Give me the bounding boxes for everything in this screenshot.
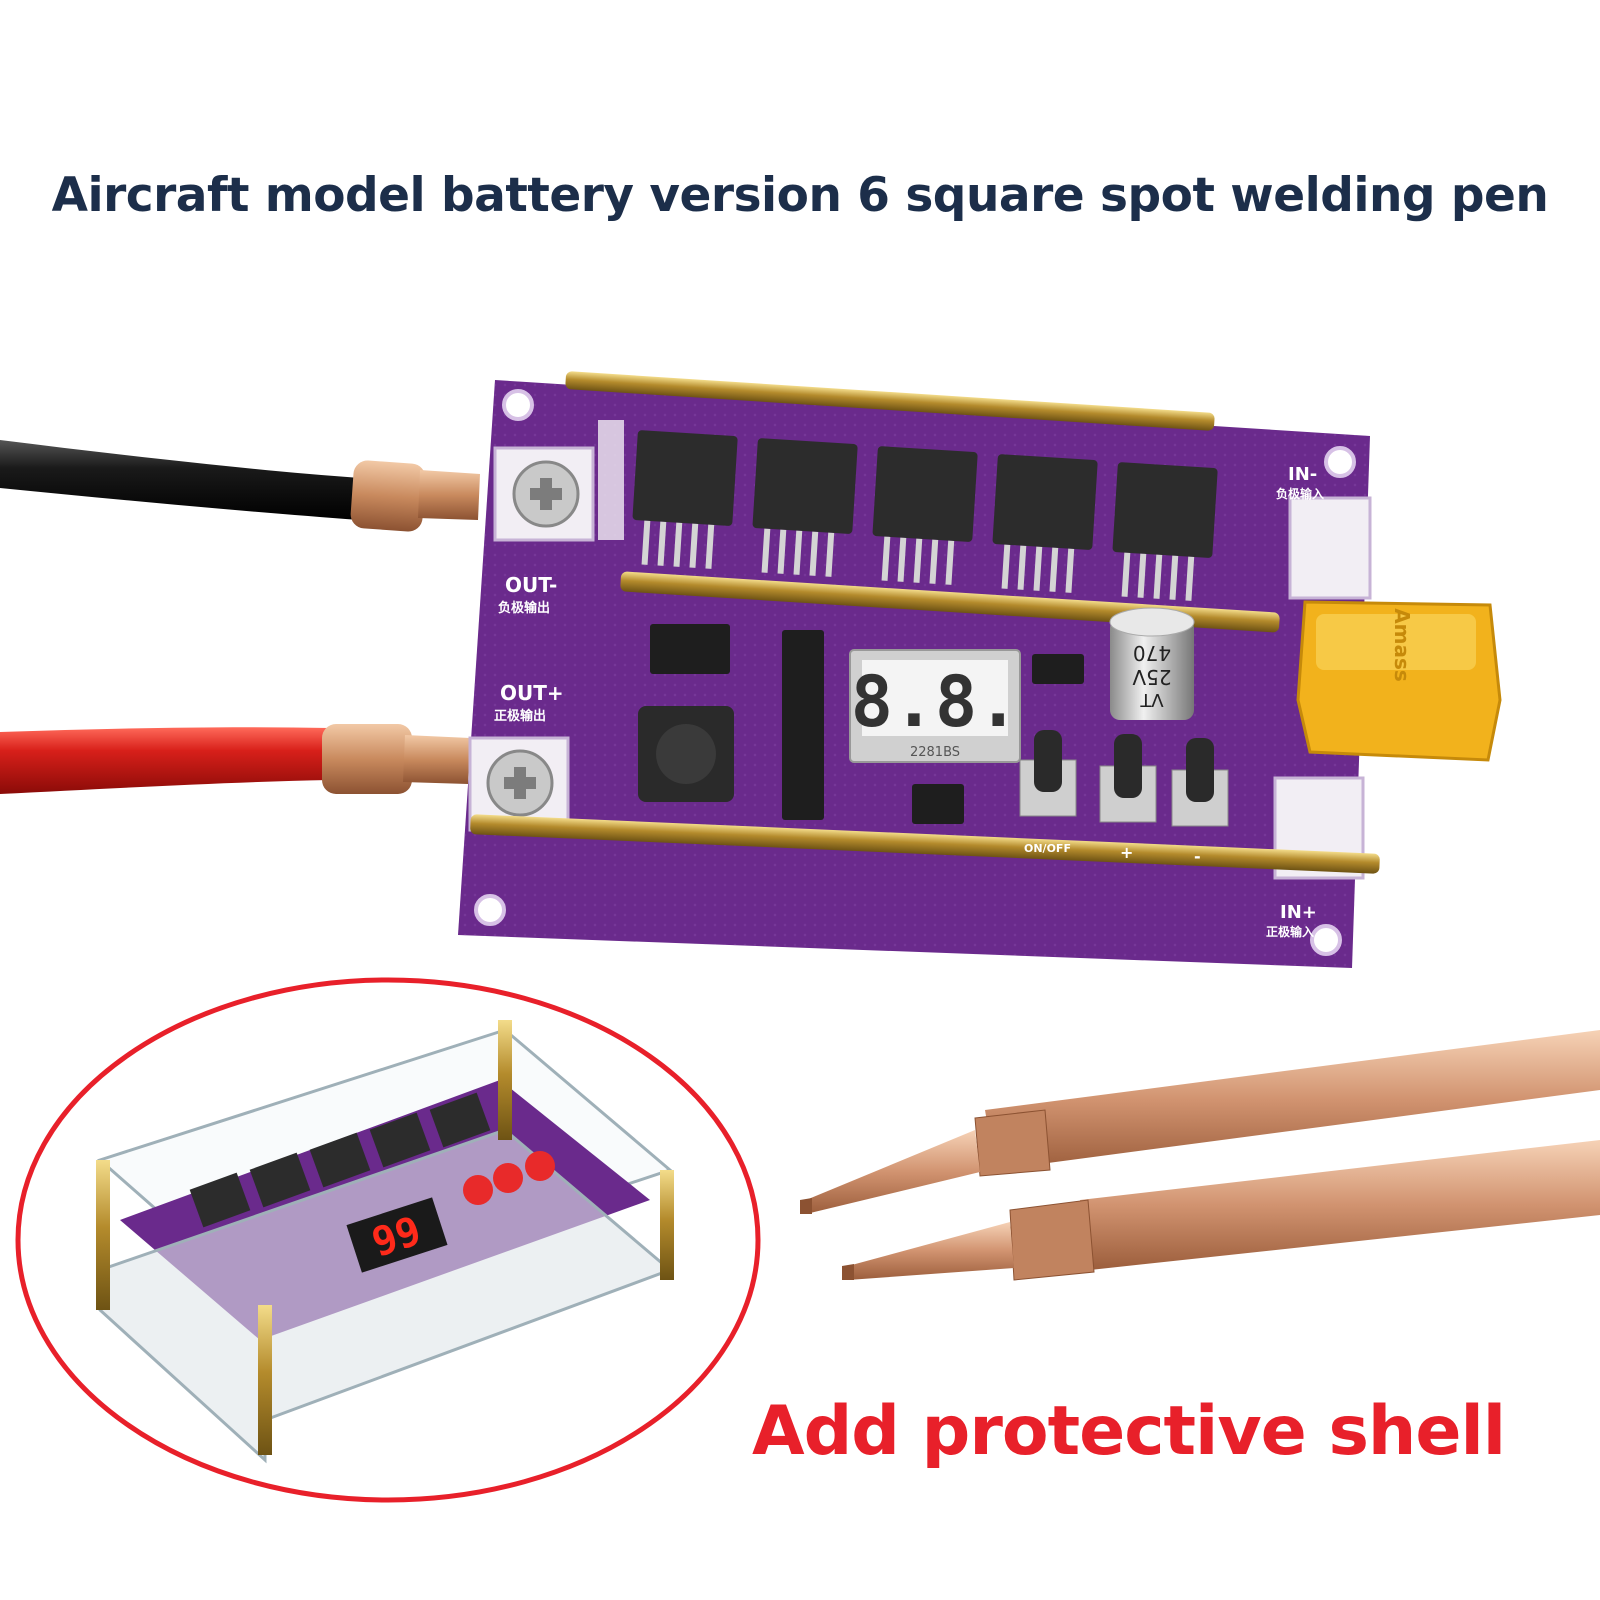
onoff-button (1019, 730, 1077, 817)
mosfet-row (632, 430, 1218, 601)
capacitor-value: 470 (1133, 641, 1171, 665)
label-out-minus-cn: 负极输出 (498, 600, 550, 616)
capacitor: VT 25V 470 (1109, 607, 1195, 720)
plus-button (1099, 734, 1157, 823)
screw-terminal-top (512, 460, 580, 528)
display-part-number: 2281BS (910, 745, 960, 760)
label-out-plus: OUT+ (500, 681, 564, 705)
caption-add-protective-shell: Add protective shell (752, 1392, 1506, 1471)
capacitor-voltage: 25V (1132, 665, 1171, 689)
headline: Aircraft model battery version 6 square … (51, 168, 1549, 223)
label-in-plus-cn: 正极输入 (1266, 924, 1314, 939)
label-in-minus: IN- (1288, 464, 1317, 485)
display-digits: 8.8. (851, 661, 1020, 743)
inset-highlight-ellipse (15, 977, 761, 1503)
connector-brand: Amass (1390, 608, 1414, 682)
label-minus: - (1194, 847, 1201, 866)
label-onoff: ON/OFF (1024, 842, 1071, 855)
red-cable (0, 724, 470, 794)
minus-button (1171, 738, 1229, 827)
screw-terminal-bottom (486, 749, 554, 817)
label-out-minus: OUT- (505, 573, 557, 597)
driver-chip (782, 630, 824, 820)
pcb-board: 8.8. 2281BS VT 25V 470 (458, 371, 1502, 968)
seven-segment-display: 8.8. 2281BS (849, 649, 1021, 763)
welding-pens (800, 1030, 1600, 1281)
capacitor-series: VT (1139, 689, 1163, 710)
inset-shell-board: 99 (96, 1020, 674, 1464)
xt60-connector: Amass (1296, 600, 1502, 762)
black-cable (0, 440, 480, 532)
label-out-plus-cn: 正极输出 (494, 708, 546, 724)
label-plus: + (1120, 843, 1133, 862)
label-in-minus-cn: 负极输入 (1276, 486, 1324, 501)
optocoupler-chip (650, 624, 730, 674)
label-in-plus: IN+ (1280, 902, 1317, 923)
